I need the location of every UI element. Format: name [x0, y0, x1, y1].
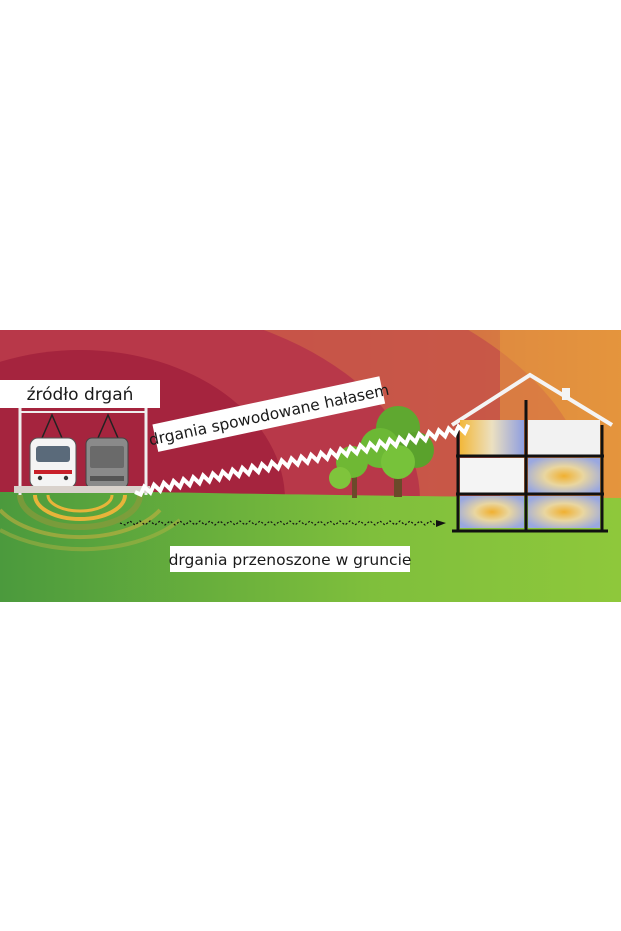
middle-room-left	[460, 458, 524, 494]
source-label: źródło drgań	[0, 380, 160, 408]
sky-zones	[0, 330, 621, 602]
source-label-text: źródło drgań	[27, 385, 134, 405]
upper-room-right	[528, 420, 600, 456]
house-frame	[452, 400, 608, 533]
house-roof	[450, 372, 614, 427]
ground-label-text: drgania przenoszone w gruncie	[169, 551, 412, 569]
middle-room-right	[528, 458, 600, 494]
pantograph-right	[97, 413, 119, 439]
ground-label: drgania przenoszone w gruncie	[169, 546, 412, 572]
attic-room	[460, 420, 524, 456]
pantograph-left	[41, 413, 63, 439]
ground-ripples	[0, 494, 182, 552]
platform	[14, 486, 150, 493]
ground-wave-arrow	[119, 520, 436, 526]
ground-wave-arrowhead	[436, 520, 446, 527]
ground-room-right	[528, 496, 600, 528]
ground-room-left	[460, 496, 524, 528]
airborne-wave-arrow	[134, 423, 471, 498]
train-front	[29, 437, 77, 489]
house	[450, 372, 614, 533]
train-rear	[85, 437, 129, 489]
chimney	[562, 388, 570, 400]
railway	[14, 405, 150, 495]
